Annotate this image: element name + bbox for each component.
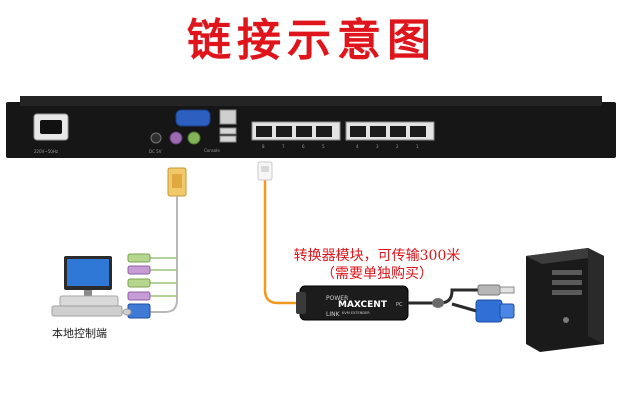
ps2-mouse-port [169,131,183,145]
dc-label: DC 5V [149,149,162,154]
port-number: 5 [322,144,325,149]
vga-port [175,109,211,127]
converter-model: KVM EXTENDER [342,311,370,315]
port-number-labels: 8 7 6 5 4 3 2 1 [262,144,419,149]
power-rating-label: 220V~50Hz [34,149,58,154]
port-number: 7 [282,144,285,149]
console-cable [150,196,178,313]
local-plugs [127,253,151,319]
console-label: Console [204,148,220,153]
diagram-title: 链接示意图 [187,15,437,66]
dc-jack [150,132,162,144]
usb-port-1 [219,127,237,135]
kvm-extender-module: POWER LINK MAXCENT KVM EXTENDER PC [296,285,409,321]
remote-pc-tower [526,248,604,352]
local-console-label: 本地控制端 [52,327,107,340]
ps2-keyboard-port [187,131,201,145]
network-cable [263,176,300,305]
local-console-computer [51,256,132,317]
console-rj45-port [219,109,237,125]
converter-port-pc: PC [396,302,403,308]
port-number: 2 [396,144,399,149]
converter-port-power: POWER [326,295,348,302]
kvm-switch-rear-panel: 220V~50Hz DC 5V Console 8 7 6 5 4 3 2 1 [6,96,616,158]
usb-port-2 [219,135,237,143]
port-number: 1 [416,144,419,149]
converter-port-link: LINK [326,311,341,318]
port-number: 3 [376,144,379,149]
rj45-port-bank [251,121,435,141]
port-number: 6 [302,144,305,149]
converter-description-line2: （需要单独购买） [321,266,433,282]
converter-description: 转换器模块，可传输300米 （需要单独购买） [252,247,502,283]
remote-plugs [475,284,515,323]
converter-to-pc-cable [408,288,480,305]
port-number: 8 [262,144,265,149]
port-number: 4 [356,144,359,149]
converter-description-line1: 转换器模块，可传输300米 [293,248,461,264]
converter-brand: MAXCENT [338,300,388,310]
